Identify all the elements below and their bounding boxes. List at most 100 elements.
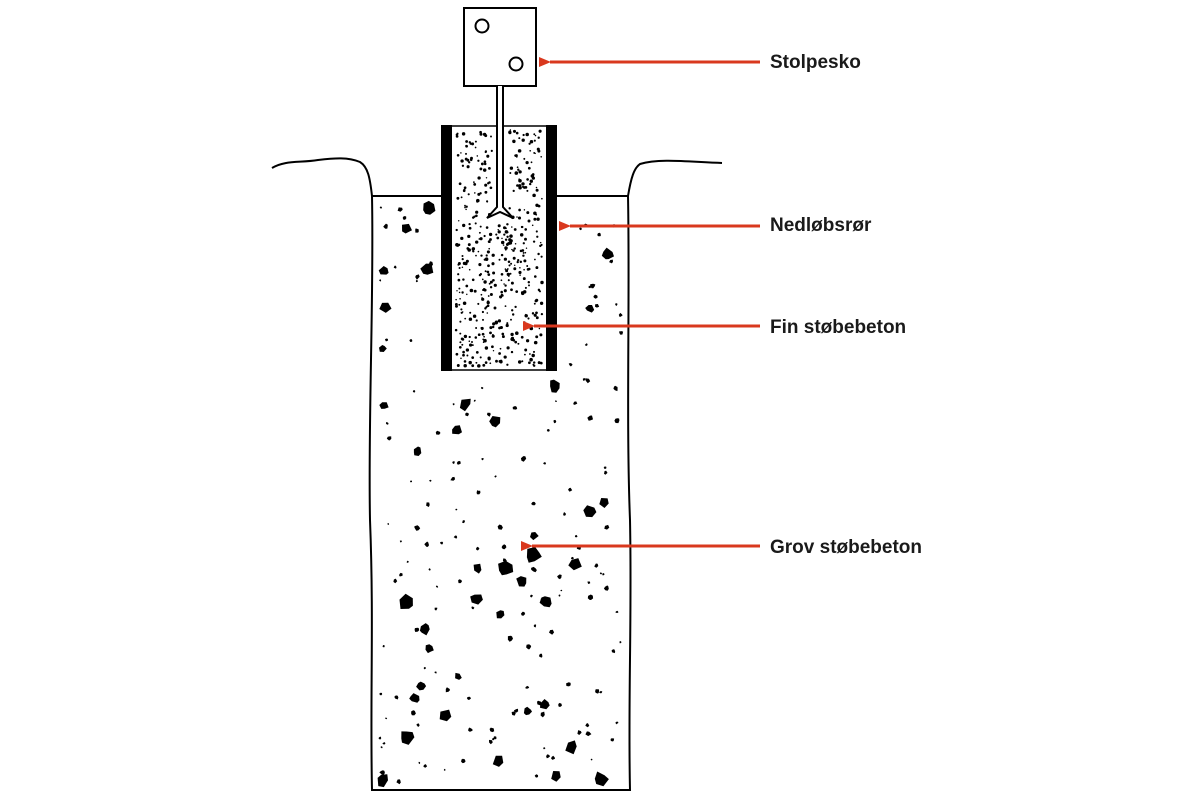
fine-aggregate-grain (497, 228, 499, 231)
coarse-aggregate-stone (585, 378, 591, 384)
coarse-aggregate-stone (456, 460, 461, 465)
coarse-aggregate-stone (573, 401, 578, 405)
fine-aggregate-grain (526, 265, 529, 267)
coarse-aggregate-stone (439, 709, 452, 722)
fine-aggregate-grain (529, 179, 533, 183)
coarse-aggregate-stone (602, 573, 605, 576)
fine-aggregate-grain (465, 140, 468, 143)
coarse-aggregate-stone (428, 568, 431, 571)
fine-aggregate-grain (492, 271, 496, 275)
fine-aggregate-grain (461, 254, 464, 258)
coarse-aggregate-stone (468, 727, 473, 732)
fine-aggregate-grain (513, 267, 517, 271)
coarse-aggregate-stone (415, 228, 419, 233)
fine-aggregate-grain (529, 353, 531, 355)
coarse-aggregate-stone (615, 303, 618, 306)
fine-aggregate-grain (506, 363, 509, 366)
coarse-aggregate-stone (399, 593, 413, 609)
fine-aggregate-grain (520, 225, 523, 229)
fine-aggregate-grain (475, 214, 478, 218)
fine-aggregate-grain (471, 248, 474, 251)
coarse-aggregate-stone (530, 594, 533, 598)
fine-aggregate-grain (540, 312, 544, 316)
fine-aggregate-grain (497, 319, 502, 323)
fine-aggregate-grain (486, 250, 490, 254)
fine-aggregate-grain (459, 320, 462, 323)
coarse-aggregate-stone (424, 541, 429, 547)
fine-aggregate-grain (467, 248, 471, 252)
coarse-aggregate-stone (551, 771, 561, 782)
fine-aggregate-grain (508, 207, 511, 210)
coarse-aggregate-stone (420, 263, 434, 275)
fine-aggregate-grain (484, 307, 487, 310)
fine-aggregate-grain (527, 219, 531, 223)
coarse-aggregate-stone (426, 502, 430, 507)
fine-aggregate-grain (473, 181, 475, 184)
post-shoe-plate (463, 7, 537, 87)
fine-aggregate-grain (532, 240, 536, 243)
fine-aggregate-grain (479, 167, 483, 171)
coarse-aggregate-stone (540, 711, 545, 718)
fine-aggregate-grain (461, 266, 464, 268)
fine-aggregate-grain (474, 140, 477, 143)
fine-aggregate-grain (463, 363, 467, 368)
fine-aggregate-grain (533, 275, 537, 278)
coarse-aggregate-stone (609, 259, 613, 264)
coarse-aggregate-stone (481, 458, 484, 461)
fine-aggregate-grain (462, 278, 465, 281)
coarse-aggregate-stone (473, 399, 476, 402)
fine-aggregate-grain (531, 312, 535, 315)
coarse-aggregate-stone (489, 416, 501, 428)
coarse-aggregate-stone (511, 711, 516, 716)
coarse-aggregate-stone (593, 294, 598, 299)
coarse-aggregate-stone (566, 682, 571, 687)
fine-aggregate-grain (537, 136, 540, 139)
coarse-aggregate-stone (401, 731, 415, 745)
fine-aggregate-grain (502, 244, 505, 246)
fine-aggregate-grain (510, 281, 514, 285)
coarse-aggregate-stone (425, 644, 434, 654)
fine-aggregate-grain (509, 239, 513, 243)
fine-aggregate-grain (536, 217, 540, 221)
fine-aggregate-grain (526, 189, 529, 192)
fine-aggregate-grain (505, 323, 509, 328)
fine-aggregate-grain (531, 176, 535, 180)
fine-aggregate-grain (490, 135, 492, 138)
fine-aggregate-grain (475, 240, 479, 244)
coarse-aggregate-stone (595, 689, 600, 694)
fine-aggregate-grain (509, 166, 514, 170)
coarse-aggregate-stone (543, 747, 546, 750)
coarse-aggregate-stone (378, 266, 389, 275)
fine-aggregate-grain (474, 146, 477, 149)
fine-aggregate-grain (512, 249, 515, 252)
coarse-aggregate-stone (452, 425, 462, 435)
fine-aggregate-grain (481, 332, 485, 336)
coarse-aggregate-stone (577, 730, 582, 735)
coarse-aggregate-stone (543, 462, 546, 465)
fine-aggregate-grain (459, 297, 461, 300)
fine-aggregate-grain (468, 340, 471, 342)
fine-aggregate-grain (483, 234, 486, 238)
coarse-aggregate-stone (385, 338, 389, 342)
coarse-aggregate-stone (393, 578, 398, 584)
fine-aggregate-grain (465, 144, 468, 148)
fine-aggregate-grain (460, 196, 463, 199)
coarse-aggregate-stone (380, 746, 383, 749)
coarse-aggregate-stone (487, 412, 491, 417)
fine-aggregate-grain (465, 348, 470, 352)
fine-aggregate-grain (527, 280, 531, 284)
fine-aggregate-grain (500, 290, 504, 294)
coarse-aggregate-stone (435, 585, 439, 588)
fine-aggregate-grain (479, 192, 482, 195)
coarse-aggregate-stone (476, 546, 480, 551)
coarse-aggregate-stone (473, 563, 482, 574)
fine-aggregate-grain (497, 230, 501, 234)
coarse-aggregate-stone (587, 581, 591, 584)
label-downpipe: Nedløbsrør (770, 215, 872, 236)
coarse-aggregate-stone (443, 768, 446, 771)
fine-aggregate-grain (533, 133, 536, 136)
fine-aggregate-grain (504, 246, 508, 250)
fine-aggregate-grain (535, 266, 539, 270)
coarse-aggregate-stone (512, 406, 518, 410)
fine-aggregate-grain (506, 231, 509, 234)
